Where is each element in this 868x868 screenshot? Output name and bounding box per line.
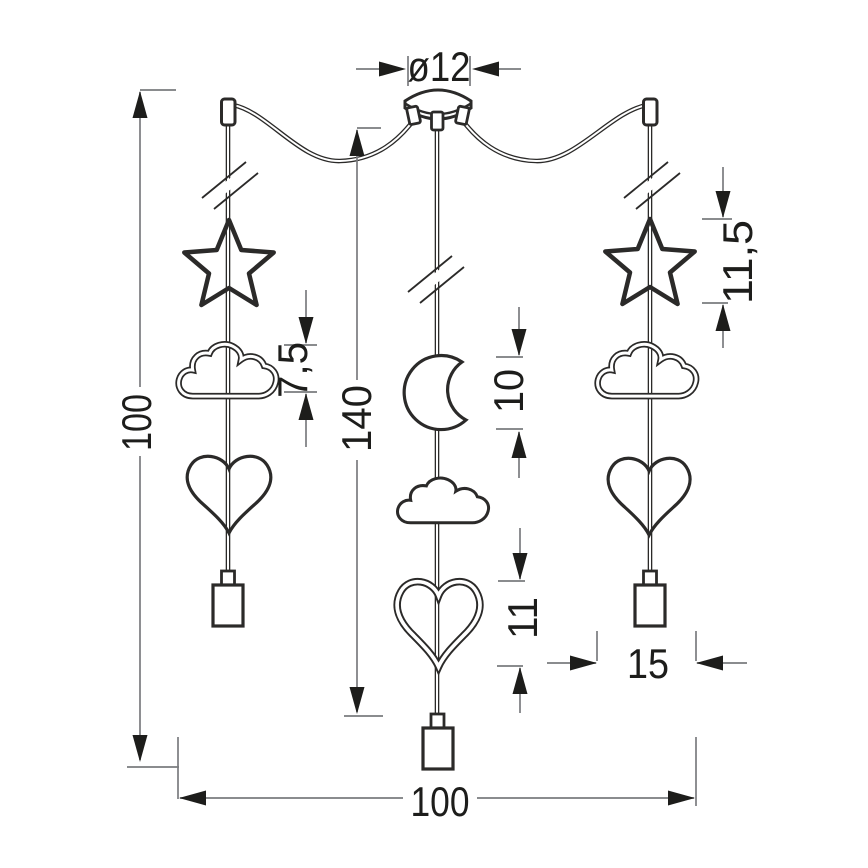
dim-center-strand-length-label: 140: [333, 385, 380, 452]
cord-connector: [642, 97, 659, 127]
dim-overall-height-label: 100: [113, 394, 160, 451]
lamp-socket: [211, 569, 245, 628]
heart-shape: [397, 582, 480, 667]
moon-shape: [402, 354, 469, 432]
left-break-mark: [201, 161, 259, 210]
left-strand: [179, 97, 277, 628]
dim-star-height-label: 11,5: [714, 220, 761, 304]
right-curved-cord: [461, 102, 648, 164]
dim-heart-height: 11: [497, 528, 546, 713]
ceiling-canopy: [403, 88, 473, 132]
center-strand: [397, 354, 489, 771]
dim-moon-height: 10: [485, 307, 532, 478]
cloud-shape: [598, 344, 696, 396]
dim-lines: [127, 89, 179, 768]
cord-break-marks: [201, 161, 681, 304]
cloud-shape: [179, 344, 277, 396]
dim-overall-height: 100: [113, 89, 179, 768]
heart-shape: [187, 456, 271, 533]
dim-socket-offset-label: 15: [627, 640, 669, 687]
star-shape: [182, 217, 276, 308]
dim-cloud-height: 7,5: [269, 290, 317, 447]
star-shape: [603, 216, 697, 307]
heart-shape: [608, 458, 690, 535]
dim-lines: [356, 56, 521, 86]
cord-connector: [220, 97, 237, 127]
dim-center-strand-length: 140: [333, 127, 383, 717]
cloud-shape: [398, 478, 489, 523]
dim-cloud-height-label: 7,5: [269, 342, 316, 398]
dim-heart-height-label: 11: [499, 597, 546, 639]
dim-canopy-diameter: ø12: [356, 43, 521, 90]
dim-lines: [177, 737, 697, 806]
lamp-socket: [633, 569, 667, 628]
dim-overall-width-label: 100: [411, 778, 470, 825]
dim-canopy-diameter-label: ø12: [408, 43, 471, 90]
dim-lines: [344, 127, 383, 717]
lamp-socket: [421, 712, 455, 771]
dim-star-height: 11,5: [702, 167, 761, 348]
center-break-mark: [407, 255, 465, 304]
right-strand: [598, 97, 697, 628]
dim-socket-offset: 15: [547, 631, 747, 687]
right-break-mark: [623, 161, 681, 210]
lamp-figure: [179, 88, 697, 771]
dim-moon-height-label: 10: [485, 369, 532, 413]
left-curved-cord: [232, 102, 415, 164]
dim-overall-width: 100: [177, 737, 697, 825]
